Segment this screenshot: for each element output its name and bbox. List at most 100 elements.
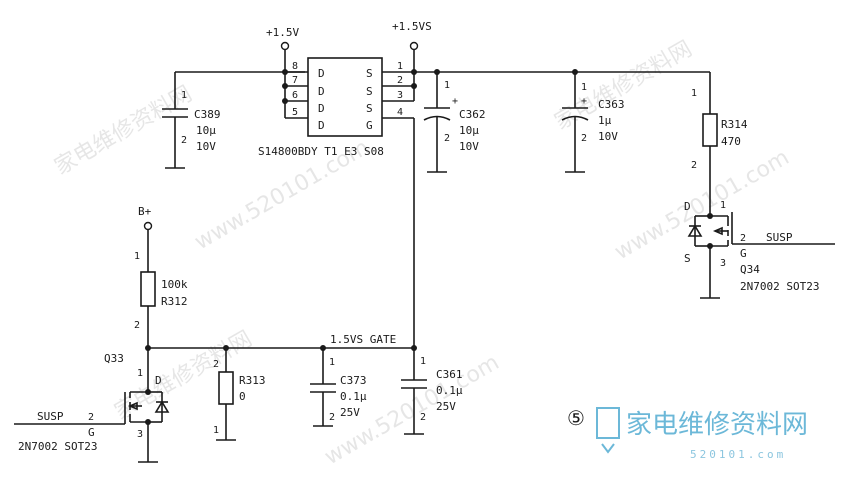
capacitor-c362: 1 + 2 C362 10μ 10V bbox=[423, 69, 486, 173]
ic-pin-7: 7 bbox=[292, 75, 298, 86]
r314-pin2: 2 bbox=[691, 160, 697, 171]
c361-voltage: 25V bbox=[436, 400, 456, 413]
r314-pin1: 1 bbox=[691, 88, 697, 99]
c362-voltage: 10V bbox=[459, 140, 479, 153]
c389-pin1: 1 bbox=[181, 90, 187, 101]
ic-name-d3: D bbox=[318, 102, 325, 115]
site-logo: 家电维修资料网 520101.com bbox=[596, 407, 808, 461]
q34-ref: Q34 bbox=[740, 263, 760, 276]
c373-value: 0.1μ bbox=[340, 390, 367, 403]
r314-value: 470 bbox=[721, 135, 741, 148]
resistor-r313: 2 1 R313 0 bbox=[213, 348, 266, 441]
logo-sub: 520101.com bbox=[690, 448, 786, 461]
c363-pin1: 1 bbox=[581, 82, 587, 93]
capacitor-c361: 1 2 C361 0.1μ 25V bbox=[401, 348, 463, 435]
q33-pin3: 3 bbox=[137, 429, 143, 440]
c362-plus: + bbox=[452, 96, 458, 107]
r314-ref: R314 bbox=[721, 118, 748, 131]
transistor-q33: Q33 D 1 2 3 SUSP G 2N7002 SOT23 bbox=[14, 348, 170, 463]
gate-net-label: 1.5VS GATE bbox=[330, 333, 396, 346]
capacitor-c363: 1 + 2 C363 1μ 10V bbox=[561, 69, 625, 173]
r312-ref: R312 bbox=[161, 295, 188, 308]
r313-value: 0 bbox=[239, 390, 246, 403]
resistor-r312: B+ 1 2 100k R312 bbox=[134, 205, 188, 348]
q33-signal: SUSP bbox=[37, 410, 64, 423]
ic-body bbox=[307, 57, 383, 137]
ic-name-s1: S bbox=[366, 67, 373, 80]
c362-pin2: 2 bbox=[444, 133, 450, 144]
c373-ref: C373 bbox=[340, 374, 367, 387]
ic-name-s3: S bbox=[366, 102, 373, 115]
rail-1v5s-terminal bbox=[409, 41, 419, 51]
r313-pin2: 2 bbox=[213, 359, 219, 370]
capacitor-c389: 1 2 C389 10μ 10V bbox=[162, 71, 305, 169]
ic-pin-5: 5 bbox=[292, 107, 298, 118]
c361-pin2: 2 bbox=[420, 412, 426, 423]
c362-ref: C362 bbox=[459, 108, 486, 121]
rail-1v5s: +1.5VS bbox=[392, 20, 432, 72]
c389-pin2: 2 bbox=[181, 135, 187, 146]
c389-voltage: 10V bbox=[196, 140, 216, 153]
figure-number-label: ⑤ bbox=[567, 406, 585, 430]
ic-name-d2: D bbox=[318, 85, 325, 98]
q34-s-label: S bbox=[684, 252, 691, 265]
c373-pin2: 2 bbox=[329, 412, 335, 423]
r313-ref: R313 bbox=[239, 374, 266, 387]
watermark-text: 家电维修资料网 bbox=[551, 37, 697, 136]
c363-plus: + bbox=[581, 96, 587, 107]
q34-signal: SUSP bbox=[766, 231, 793, 244]
c361-pin1: 1 bbox=[420, 356, 426, 367]
q33-d-label: D bbox=[155, 374, 162, 387]
c363-voltage: 10V bbox=[598, 130, 618, 143]
ic-name-d1: D bbox=[318, 67, 325, 80]
mosfet-ic: 8 7 6 5 D D D D 1 2 3 4 S S S G S14800BD… bbox=[258, 57, 417, 346]
watermark-url: www.520101.com bbox=[611, 145, 794, 265]
r312-pin1: 1 bbox=[134, 251, 140, 262]
rail-1v5: +1.5V bbox=[266, 26, 299, 72]
c363-value: 1μ bbox=[598, 114, 612, 127]
watermark-text: 家电维修资料网 bbox=[111, 327, 257, 426]
ic-pin-2: 2 bbox=[397, 75, 403, 86]
r313-pin1: 1 bbox=[213, 425, 219, 436]
logo-text: 家电维修资料网 bbox=[626, 410, 808, 440]
bplus-label: B+ bbox=[138, 205, 152, 218]
ic-pin-8: 8 bbox=[292, 61, 298, 72]
c373-voltage: 25V bbox=[340, 406, 360, 419]
q34-part: 2N7002 SOT23 bbox=[740, 280, 819, 293]
q34-pin2: 2 bbox=[740, 233, 746, 244]
r312-value: 100k bbox=[161, 278, 188, 291]
q34-pin3: 3 bbox=[720, 258, 726, 269]
figure-number: ⑤ bbox=[567, 406, 585, 430]
ic-pin-1: 1 bbox=[397, 61, 403, 72]
q33-ref: Q33 bbox=[104, 352, 124, 365]
c361-ref: C361 bbox=[436, 368, 463, 381]
c362-value: 10μ bbox=[459, 124, 479, 137]
q33-g-label: G bbox=[88, 426, 95, 439]
q33-pin2: 2 bbox=[88, 412, 94, 423]
rail-1v5s-label: +1.5VS bbox=[392, 20, 432, 33]
ic-name-d4: D bbox=[318, 119, 325, 132]
q33-pin1: 1 bbox=[137, 368, 143, 379]
ic-pin-4: 4 bbox=[397, 107, 403, 118]
capacitor-c373: 1 2 C373 0.1μ 25V bbox=[310, 348, 367, 427]
ic-pin-3: 3 bbox=[397, 90, 403, 101]
c373-pin1: 1 bbox=[329, 357, 335, 368]
q34-g-label: G bbox=[740, 247, 747, 260]
q34-d-label: D bbox=[684, 200, 691, 213]
c389-ref: C389 bbox=[194, 108, 221, 121]
logo-icon bbox=[596, 407, 620, 439]
ic-name-g: G bbox=[366, 119, 373, 132]
ic-pin-6: 6 bbox=[292, 90, 298, 101]
q34-pin1: 1 bbox=[720, 200, 726, 211]
c362-pin1: 1 bbox=[444, 80, 450, 91]
bplus-terminal bbox=[143, 221, 153, 231]
transistor-q34: D S 1 2 3 G SUSP Q34 2N7002 SOT23 bbox=[684, 200, 835, 299]
c363-pin2: 2 bbox=[581, 133, 587, 144]
ic-part-number: S14800BDY T1 E3 S08 bbox=[258, 145, 384, 158]
resistor-r314: 1 2 R314 470 bbox=[691, 72, 748, 208]
q33-part: 2N7002 SOT23 bbox=[18, 440, 97, 453]
ic-name-s2: S bbox=[366, 85, 373, 98]
rail-1v5-terminal bbox=[280, 41, 290, 51]
c363-ref: C363 bbox=[598, 98, 625, 111]
